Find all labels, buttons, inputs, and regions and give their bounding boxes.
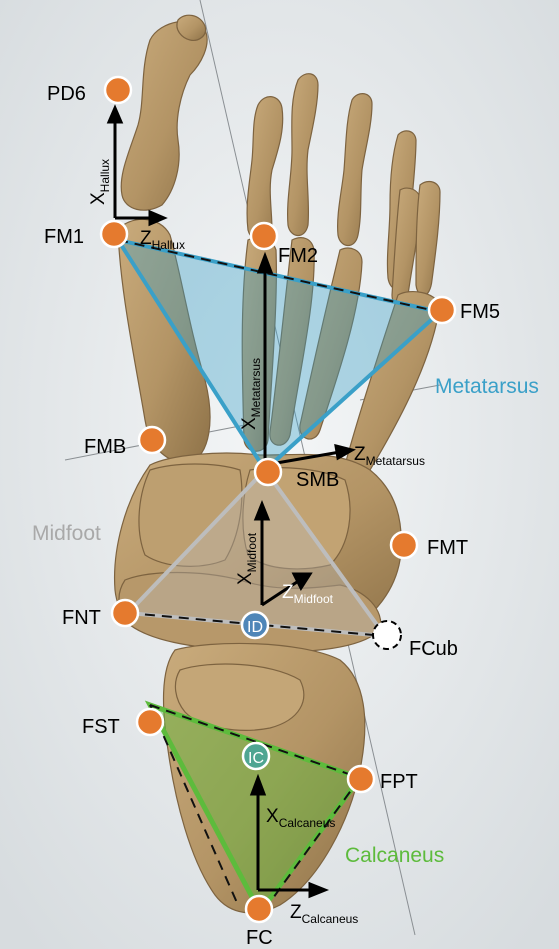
label-fpt: FPT	[380, 771, 418, 793]
landmark-dot-fnt	[112, 600, 138, 626]
label-id: ID	[247, 619, 263, 636]
label-pd6: PD6	[47, 83, 86, 105]
region-label-metatarsus: Metatarsus	[435, 375, 539, 398]
landmark-dot-fpt	[348, 766, 374, 792]
landmark-dot-fc	[246, 896, 272, 922]
landmark-dot-fm1	[101, 221, 127, 247]
label-smb: SMB	[296, 469, 339, 491]
landmark-dot-fmt	[391, 532, 417, 558]
landmark-dot-fmb	[139, 427, 165, 453]
landmark-dot-fst	[137, 709, 163, 735]
label-fmb: FMB	[84, 436, 126, 458]
label-ic: IC	[248, 750, 264, 767]
landmark-dot-pd6	[105, 77, 131, 103]
label-fc: FC	[246, 927, 273, 949]
region-label-midfoot: Midfoot	[32, 522, 101, 545]
label-fcub: FCub	[409, 638, 458, 660]
label-fm5: FM5	[460, 301, 500, 323]
label-fst: FST	[82, 716, 120, 738]
label-fm2: FM2	[278, 245, 318, 267]
landmark-dot-smb	[255, 459, 281, 485]
label-fmt: FMT	[427, 537, 468, 559]
label-fnt: FNT	[62, 607, 101, 629]
label-fm1: FM1	[44, 226, 84, 248]
landmark-dot-fm5	[429, 297, 455, 323]
landmark-dot-fm2	[251, 223, 277, 249]
region-label-calcaneus: Calcaneus	[345, 844, 444, 867]
landmark-dot-fcub	[373, 621, 401, 649]
